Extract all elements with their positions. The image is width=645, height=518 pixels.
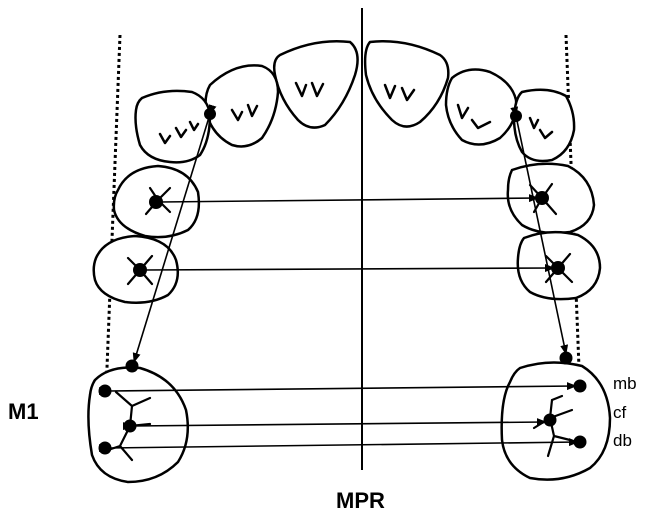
point-molar-left-mb [98, 384, 112, 398]
arrow-molar-mb [98, 382, 577, 396]
arrow-premolar-1 [150, 194, 539, 207]
point-molar-right-mb [573, 379, 587, 393]
point-premolar-1-right [535, 191, 549, 205]
arrow-left-arch-depth [132, 104, 217, 363]
tooth-lateral-incisor-right [444, 68, 518, 146]
tooth-cusp-mark [294, 81, 325, 98]
tooth-cusp-mark [230, 103, 259, 122]
arrow-right-arch-depth [510, 106, 569, 355]
point-molar-right-cf [543, 413, 557, 427]
tooth-lateral-incisor-left [204, 64, 280, 148]
tooth-central-incisor-left [272, 40, 359, 129]
point-molar-left-cf [123, 419, 137, 433]
point-molar-right-db [573, 435, 587, 449]
point-canine-right [510, 110, 522, 122]
point-premolar-2-left [133, 263, 147, 277]
label-mb: mb [613, 374, 637, 393]
arrow-molar-db [98, 438, 579, 453]
point-premolar-2-right [551, 261, 565, 275]
arrow-premolar-2 [134, 264, 555, 275]
label-m1: M1 [8, 399, 39, 424]
tooth-cusp-mark [456, 103, 492, 130]
point-molar-right-mesial [559, 351, 573, 365]
arrow-molar-cf [122, 418, 547, 431]
point-molar-left-db [98, 441, 112, 455]
label-mpr: MPR [336, 488, 385, 513]
point-canine-left [204, 108, 216, 120]
label-cf: cf [613, 403, 627, 422]
label-db: db [613, 431, 632, 450]
tooth-cusp-mark [383, 83, 416, 102]
point-molar-left-mesial [125, 359, 139, 373]
tooth-central-incisor-right [363, 40, 450, 128]
point-premolar-1-left [149, 195, 163, 209]
